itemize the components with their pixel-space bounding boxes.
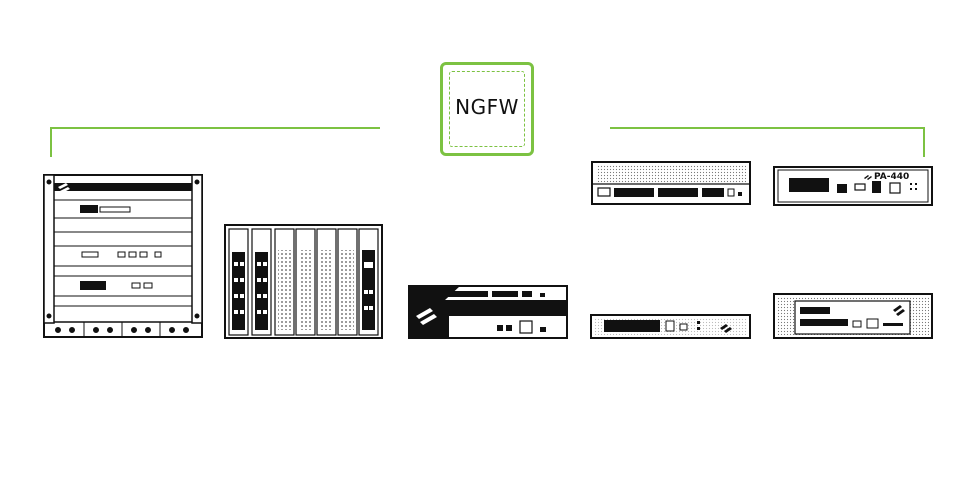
blade-chassis-firewall-icon bbox=[224, 224, 383, 339]
ngfw-node-inner-border bbox=[449, 71, 525, 147]
desktop-appliance-small-icon bbox=[773, 293, 933, 339]
model-label-pa-440: PA-440 bbox=[874, 172, 909, 182]
rack-appliance-1u-icon bbox=[591, 161, 751, 205]
connector-right bbox=[610, 127, 925, 157]
connector-left bbox=[50, 127, 380, 157]
ngfw-node: NGFW bbox=[440, 62, 534, 156]
desktop-appliance-icon: PA-440 bbox=[773, 166, 933, 206]
rack-appliance-2u-icon bbox=[408, 285, 568, 339]
slim-appliance-icon bbox=[590, 314, 751, 339]
large-chassis-firewall-icon bbox=[43, 174, 203, 338]
ngfw-label: NGFW bbox=[455, 95, 519, 119]
